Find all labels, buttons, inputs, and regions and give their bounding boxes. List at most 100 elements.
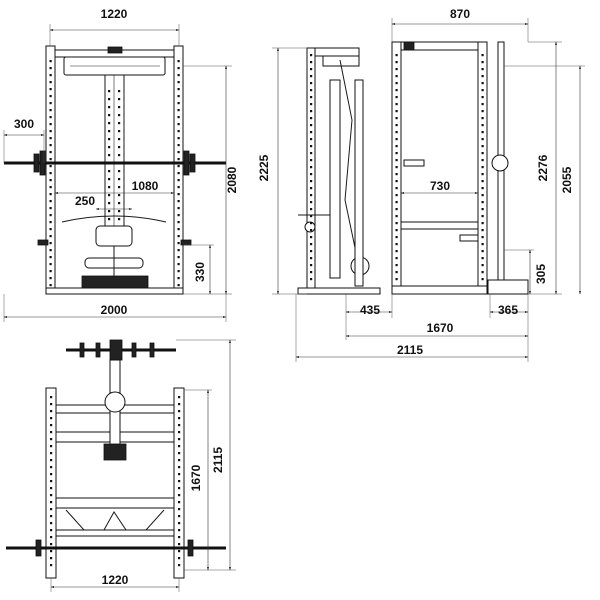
upright-hole: [178, 438, 181, 441]
upright-hole: [49, 228, 52, 231]
upright-hole: [481, 250, 484, 253]
upright-hole: [481, 75, 484, 78]
upright-hole: [481, 159, 484, 162]
upright-hole: [177, 263, 180, 266]
upright-hole: [481, 271, 484, 274]
front-lat-bar: [61, 215, 167, 223]
upright-hole: [310, 194, 313, 197]
side-lever-arm: [339, 59, 359, 263]
upright-hole: [50, 550, 53, 553]
upright-hole: [49, 200, 52, 203]
upright-hole: [178, 396, 181, 399]
upright-hole: [49, 221, 52, 224]
upright-hole: [49, 102, 52, 105]
front-lat-seat: [95, 225, 133, 247]
upright-hole: [49, 277, 52, 280]
upright-hole: [395, 89, 398, 92]
upright-hole: [118, 202, 121, 205]
upright-hole: [49, 207, 52, 210]
upright-hole: [108, 106, 111, 109]
front-upright-holes: [49, 60, 180, 287]
upright-hole: [50, 438, 53, 441]
upright-hole: [49, 67, 52, 70]
dim-inner-depth: 730: [430, 179, 450, 193]
upright-hole: [50, 557, 53, 560]
front-view: [4, 45, 226, 295]
upright-hole: [177, 214, 180, 217]
upright-hole: [49, 158, 52, 161]
upright-hole: [177, 60, 180, 63]
upright-hole: [481, 257, 484, 260]
upright-hole: [177, 123, 180, 126]
top-view: [6, 339, 226, 579]
upright-hole: [118, 114, 121, 117]
upright-hole: [395, 145, 398, 148]
upright-hole: [178, 410, 181, 413]
upright-hole: [177, 95, 180, 98]
upright-hole: [177, 144, 180, 147]
upright-hole: [50, 445, 53, 448]
upright-hole: [50, 424, 53, 427]
upright-hole: [310, 159, 313, 162]
upright-hole: [178, 508, 181, 511]
upright-hole: [49, 186, 52, 189]
upright-hole: [177, 221, 180, 224]
side-view-dimensions: 870 2225 730 2276 2055 305 435 365 167: [257, 7, 585, 362]
upright-hole: [310, 89, 313, 92]
upright-hole: [310, 145, 313, 148]
upright-hole: [49, 256, 52, 259]
upright-hole: [49, 144, 52, 147]
upright-hole: [177, 137, 180, 140]
upright-hole: [177, 277, 180, 280]
upright-hole: [49, 151, 52, 154]
upright-hole: [481, 54, 484, 57]
upright-hole: [108, 194, 111, 197]
upright-hole: [118, 210, 121, 213]
dim-upright-height: 2055: [560, 166, 574, 193]
upright-hole: [310, 264, 313, 267]
upright-hole: [49, 60, 52, 63]
upright-hole: [178, 550, 181, 553]
upright-hole: [395, 96, 398, 99]
upright-hole: [118, 122, 121, 125]
upright-hole: [177, 165, 180, 168]
upright-hole: [178, 557, 181, 560]
upright-hole: [118, 146, 121, 149]
upright-hole: [310, 117, 313, 120]
upright-hole: [118, 90, 121, 93]
upright-hole: [310, 173, 313, 176]
upright-hole: [310, 152, 313, 155]
upright-hole: [108, 90, 111, 93]
upright-hole: [49, 179, 52, 182]
upright-hole: [481, 222, 484, 225]
upright-hole: [310, 278, 313, 281]
dim-inner-width: 1080: [132, 179, 159, 193]
upright-hole: [50, 487, 53, 490]
upright-hole: [108, 178, 111, 181]
upright-hole: [395, 68, 398, 71]
upright-hole: [395, 75, 398, 78]
upright-hole: [395, 243, 398, 246]
upright-hole: [49, 214, 52, 217]
upright-hole: [395, 152, 398, 155]
upright-hole: [395, 138, 398, 141]
upright-hole: [395, 82, 398, 85]
upright-hole: [481, 243, 484, 246]
upright-hole: [49, 116, 52, 119]
upright-hole: [395, 229, 398, 232]
top-view-dimensions: 2115 1670 1220: [50, 339, 236, 592]
upright-hole: [50, 508, 53, 511]
upright-hole: [177, 270, 180, 273]
upright-hole: [178, 487, 181, 490]
upright-hole: [178, 452, 181, 455]
upright-hole: [177, 235, 180, 238]
dim-front-height: 2080: [225, 166, 239, 193]
upright-hole: [310, 131, 313, 134]
upright-hole: [481, 152, 484, 155]
dim-bar-overhang: 300: [14, 117, 34, 131]
upright-hole: [481, 138, 484, 141]
upright-hole: [310, 180, 313, 183]
upright-hole: [49, 242, 52, 245]
upright-hole: [310, 166, 313, 169]
